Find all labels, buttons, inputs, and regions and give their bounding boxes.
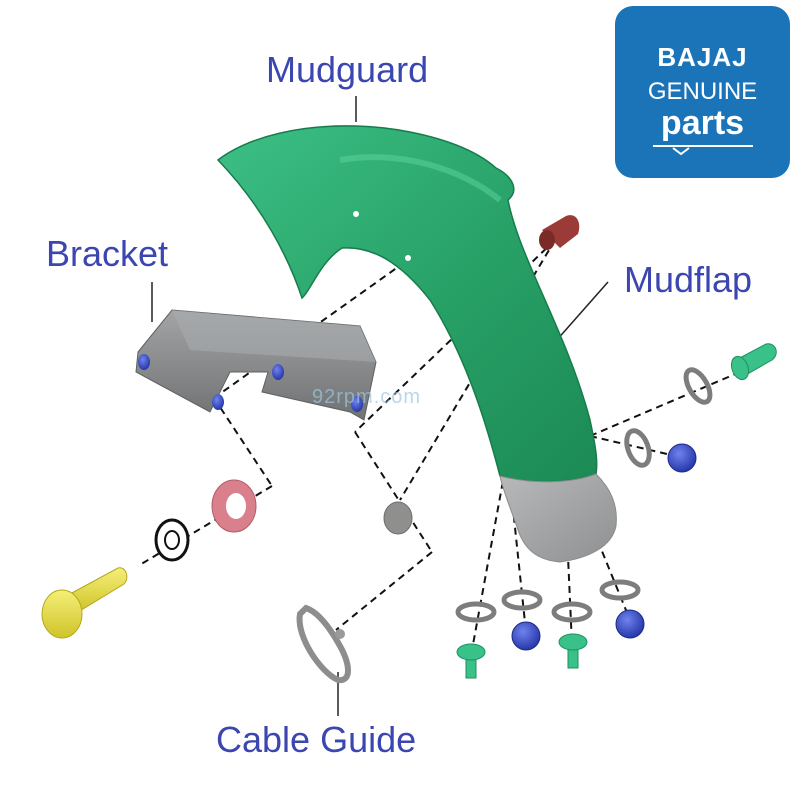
cable-guide-part xyxy=(296,604,351,684)
logo-parts-text: parts xyxy=(660,104,745,142)
mudflap-label: Mudflap xyxy=(624,259,753,300)
pink-washer-part xyxy=(211,479,257,533)
bracket-part xyxy=(135,309,377,421)
blue-nuts xyxy=(511,443,697,651)
washers xyxy=(455,367,713,623)
logo-genuine-text: GENUINE xyxy=(647,78,758,105)
rivet-part xyxy=(539,215,580,250)
logo-swoosh-icon xyxy=(653,145,753,156)
yellow-bolt-part xyxy=(41,567,128,639)
mudflap-part xyxy=(499,473,617,563)
bracket-label: Bracket xyxy=(46,233,169,274)
logo-brand-text: BAJAJ xyxy=(657,42,748,72)
green-screws xyxy=(456,343,777,679)
spacer-bush-part xyxy=(154,518,190,562)
grommet-part xyxy=(383,501,413,535)
cable-guide-label: Cable Guide xyxy=(216,719,417,760)
mudguard-part xyxy=(216,125,598,483)
watermark: 92rpm.com xyxy=(312,386,422,408)
bajaj-genuine-parts-logo: BAJAJ GENUINE parts xyxy=(615,6,790,178)
mudguard-label: Mudguard xyxy=(266,49,429,90)
